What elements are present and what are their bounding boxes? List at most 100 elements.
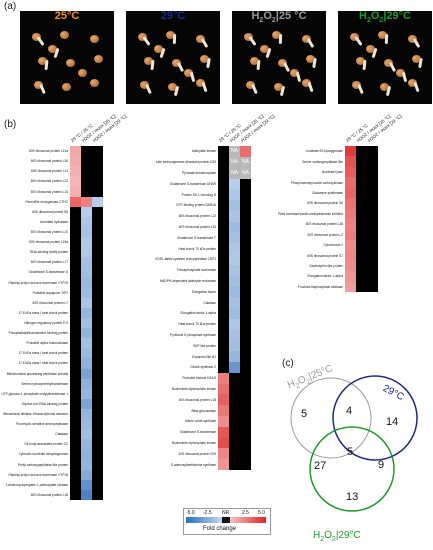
photo-title: H2O2|29°C [359,10,411,25]
heatmap-cell [229,275,240,287]
seed [260,45,269,53]
seed [144,57,153,65]
venn-circle-h2o2-29 [309,426,395,512]
heatmap-cell [70,398,81,410]
heatmap-cell [218,264,229,276]
heatmap-cell [345,219,356,230]
heatmap-cell [92,368,103,379]
heatmap-row-label: 60S ribosomal protein L33 [178,225,216,229]
heatmap-cell [229,394,240,406]
heatmap-cell [92,378,103,390]
sprout [256,59,261,71]
venn-diagram [290,375,418,512]
venn-circle-h2o2-25 [290,377,372,459]
seed [380,83,389,91]
sprout [206,57,211,69]
heatmap-row-label: Isocitrate lyase [321,170,343,175]
heatmap-row-label: Cytosolic isocitrate dehydrogenase [18,452,68,457]
heatmap-cell [367,250,378,261]
heatmap-cell [240,405,251,417]
heatmap-cell [81,206,92,218]
panel-c-label: (c) [282,358,294,369]
heatmap-row-label: 17.8 kDa class I heat shock protein [18,310,68,315]
seed [278,59,287,67]
seed [90,35,99,43]
heatmap-cell [240,254,251,266]
heatmap-cell [81,146,92,157]
heatmap-cell [240,308,251,320]
heatmap-cell [229,448,240,460]
heatmap-cell [367,281,378,293]
heatmap-cell [70,226,81,238]
heatmap-cell [81,166,92,177]
venn-count-only-h2o2-29: 13 [346,491,359,503]
heatmap-cell [218,243,229,255]
sprout [189,71,196,83]
heatmap-row-label: Puromycin-sensitive aminopeptidase [16,422,68,427]
seed [168,83,177,91]
heatmap-cell [240,189,251,201]
heatmap-row-label: SKP-like protein [193,343,216,348]
heatmap-cell [70,156,81,167]
sprout [145,83,152,95]
heatmap-cell [356,229,367,241]
heatmap-row-label: Peptidyl-prolyl cis-trans isomerase CYP1… [8,472,68,477]
sprout [176,61,185,73]
seed [66,59,75,67]
sprout [172,33,177,45]
heatmap-cell [345,239,356,251]
sprout [384,33,389,45]
heatmap-row-label: Late embryogenesis abundant protein D29 [155,160,216,165]
seed [38,57,47,65]
heatmap-row-label: Dephosphin-like protein [309,263,344,268]
sprout [388,61,397,73]
panel-a-label: (a) [4,1,17,12]
seedling-photo-4: H2O2|29°C [338,10,432,104]
heatmap-cell [345,166,356,178]
heatmap-cell [356,281,367,293]
heatmap-cell [240,146,251,158]
heatmap-cell [229,416,240,428]
heatmap-cell [356,239,367,251]
heatmap-cell [70,247,81,258]
sprout [251,83,258,95]
heatmap-cell [356,260,367,272]
heatmap-row-label: Glutamine synthetase [312,190,343,195]
heatmap-cell [218,372,229,384]
heatmap-cell [81,459,92,470]
heatmap-cell [345,146,356,157]
heatmap-cell [240,416,251,428]
heatmap-cell [92,479,103,491]
heatmap-cell [218,308,229,320]
seed [62,83,71,91]
heatmap-row-label: Serine hydroxymethyltransferase [21,381,68,386]
seed [184,69,193,77]
seed [302,35,311,43]
heatmap-cell [229,437,240,449]
heatmap-cell [92,247,103,258]
na-label: NA [231,159,238,166]
heatmap-row-label: Serine carboxypeptidase like [302,159,343,164]
heatmap-cell [229,362,240,374]
heatmap-cell [81,398,92,410]
heatmap-cell [240,221,251,233]
heatmap-cell [218,416,229,428]
heatmap-row-label: 60S ribosomal protein S6 [307,201,343,206]
heatmap-cell [367,146,378,157]
heatmap-cell [92,419,103,430]
heatmap-cell [92,146,103,157]
heatmap-cell [367,177,378,188]
heatmap-cell [81,317,92,329]
heatmap-cell [218,351,229,363]
legend-title: Fold change [203,526,237,532]
venn-count-all-three: 5 [347,446,354,458]
heatmap-cell [367,271,378,282]
sprout [306,37,315,49]
sprout [418,57,423,69]
heatmap-row-label: Phosphoenolpyruvate carboxykinase [290,180,343,185]
heatmap-row-label: Allene oxide synthase [184,419,216,424]
heatmap-cell-na [240,167,251,179]
heatmap-cell [229,189,240,201]
heatmap-cell [92,449,103,460]
heatmap-cell [345,208,356,220]
